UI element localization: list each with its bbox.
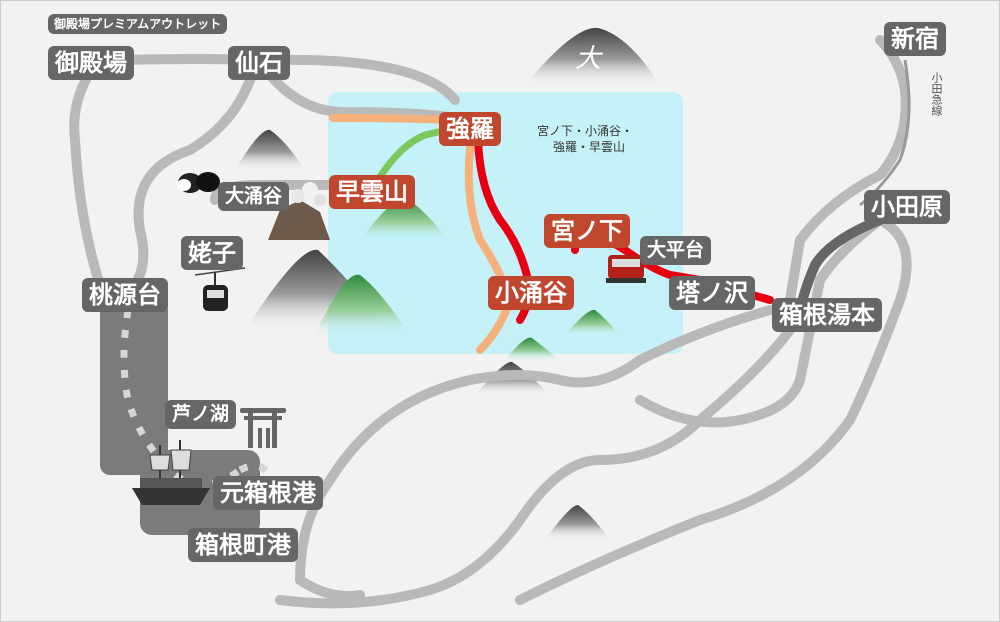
mountain-icon [565,309,620,335]
mountain-icon [525,27,660,85]
station-miyanoshita[interactable]: 宮ノ下 [544,214,630,248]
station-togendai[interactable]: 桃源台 [82,278,168,312]
mountain-icon [315,274,410,335]
station-sounzan[interactable]: 早雲山 [329,175,415,209]
mountain-icon [505,337,560,360]
station-motohakone[interactable]: 元箱根港 [213,476,323,510]
tozan-train-icon [606,255,646,283]
station-sengoku[interactable]: 仙石 [228,46,290,80]
mountain-icon [235,129,305,170]
station-hakone-yumoto[interactable]: 箱根湯本 [772,298,882,332]
mountain-icon [360,196,448,240]
station-tonosawa[interactable]: 塔ノ沢 [669,276,755,310]
odakyu-line-label: 小田急線 [928,72,944,116]
station-shinjuku[interactable]: 新宿 [884,22,946,56]
lake-ashi-label: 芦ノ湖 [165,400,237,429]
ropeway-gondola-icon [194,267,246,311]
station-hakonemachi[interactable]: 箱根町港 [188,528,298,562]
area-note-line-2: 強羅・早雲山 [553,140,626,154]
mountain-icon [545,505,610,540]
station-gotemba[interactable]: 御殿場 [48,46,134,80]
station-gotemba-outlet[interactable]: 御殿場プレミアムアウトレット [48,14,228,34]
station-ubako[interactable]: 姥子 [181,236,243,270]
station-owakudani[interactable]: 大涌谷 [218,182,290,211]
black-egg-icon [177,172,220,193]
station-odawara[interactable]: 小田原 [864,190,950,224]
pirate-ship-icon [132,440,210,505]
mountain-kanji: 大 [575,44,604,74]
station-ohiradai[interactable]: 大平台 [640,236,712,265]
ferry-route [238,462,273,478]
ferry-route [120,309,243,489]
torii-gate-icon [240,408,286,448]
station-kowakudani[interactable]: 小涌谷 [488,276,574,310]
area-note-line-1: 宮ノ下・小涌谷・ [537,124,634,138]
station-gora[interactable]: 強羅 [439,112,501,146]
